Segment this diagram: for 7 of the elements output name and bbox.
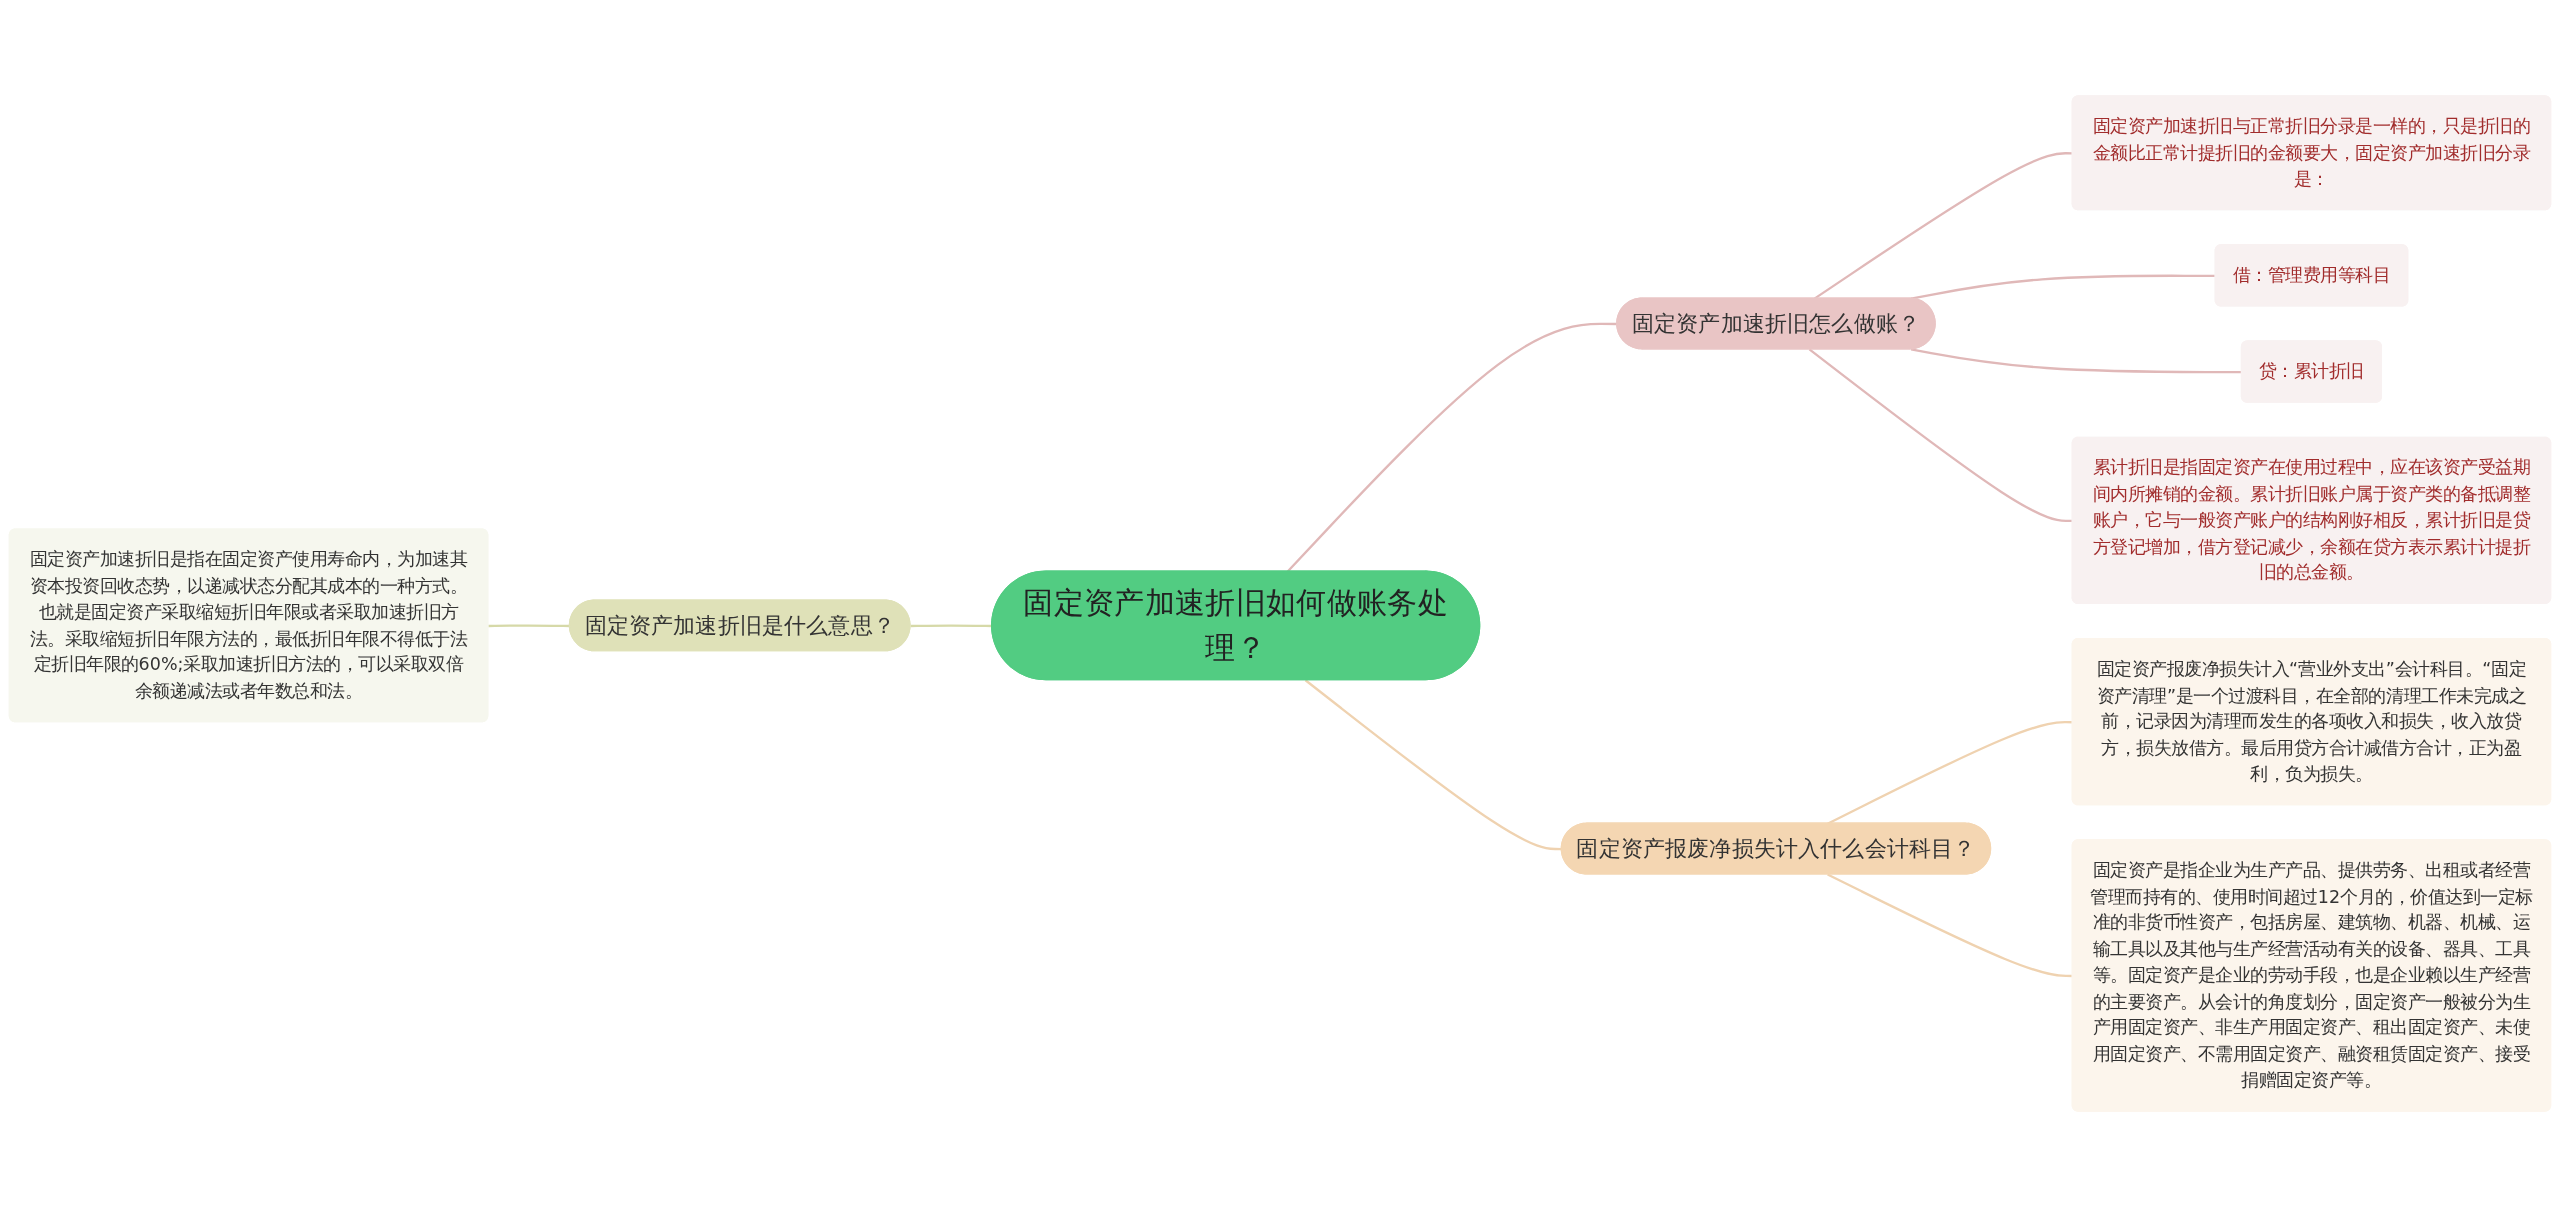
connector bbox=[1813, 152, 2073, 300]
connector bbox=[1286, 322, 1618, 573]
connector bbox=[1827, 873, 2073, 978]
connector bbox=[1304, 679, 1562, 851]
connector bbox=[1827, 720, 2073, 825]
connector bbox=[910, 624, 993, 628]
connector bbox=[1808, 348, 2073, 523]
